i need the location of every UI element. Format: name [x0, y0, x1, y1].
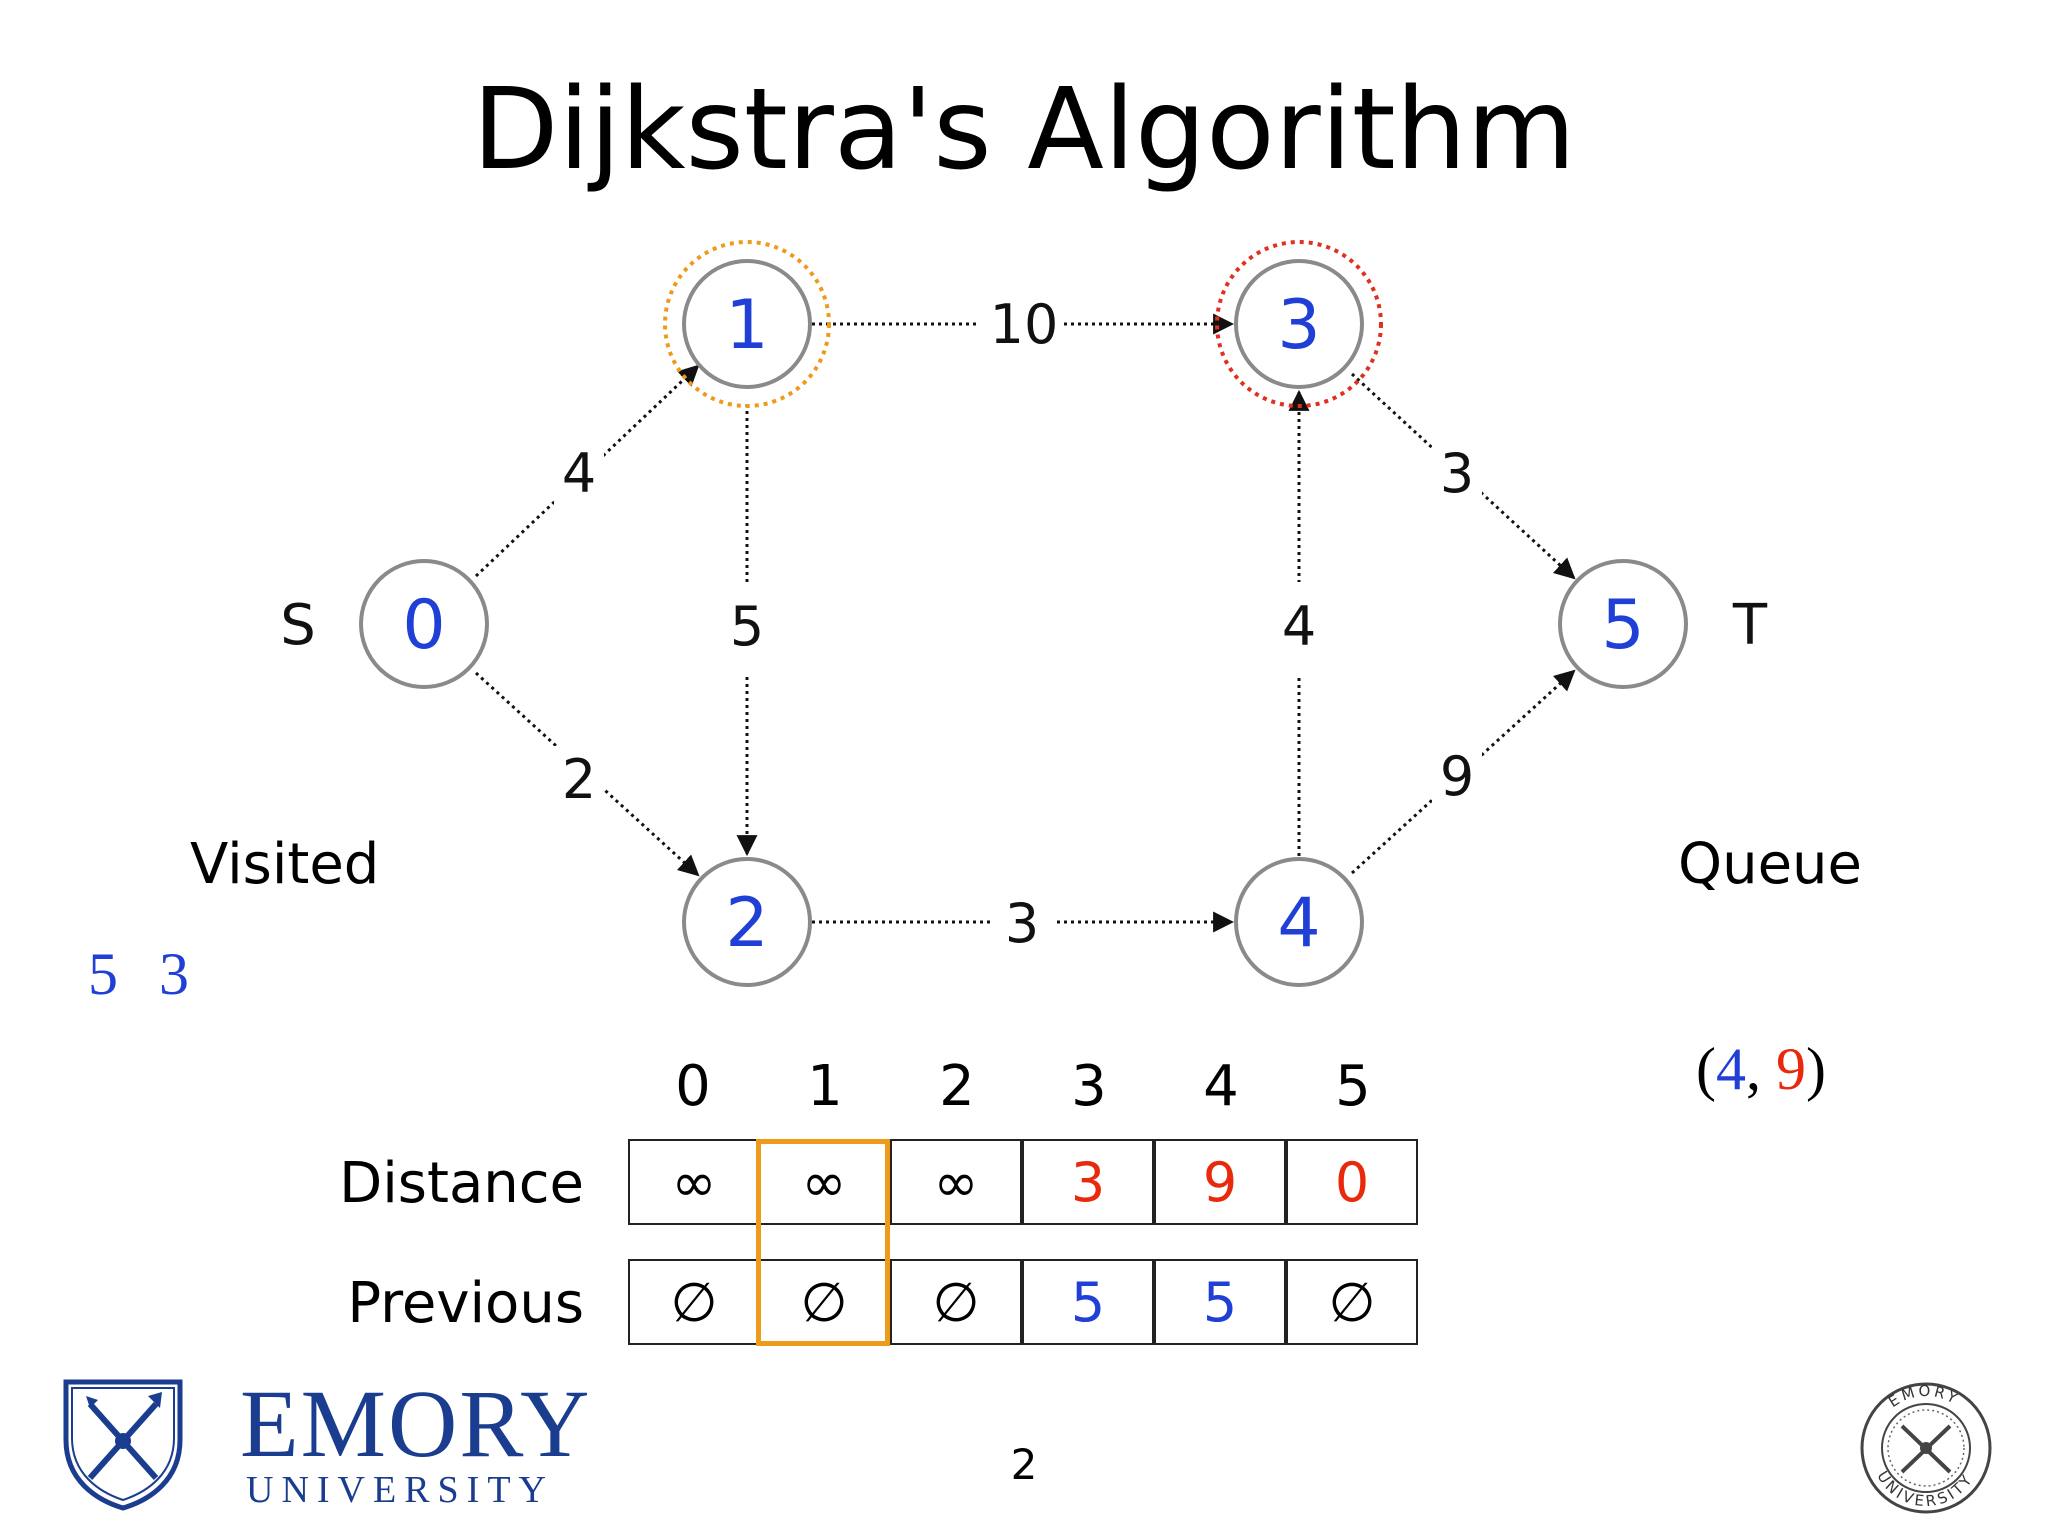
- queue-label: Queue: [1678, 832, 1862, 897]
- node-0-circle: [359, 559, 489, 689]
- node-4-circle: [1234, 857, 1364, 987]
- visited-item: 5: [88, 941, 118, 1007]
- node-2-label: 2: [725, 884, 768, 963]
- queue-distance: 9: [1775, 1036, 1806, 1102]
- node-1-circle: [682, 259, 812, 389]
- emory-university-subtitle: UNIVERSITY: [246, 1469, 554, 1511]
- graph-nodes: 0 1 2 3 4 5: [359, 259, 1688, 987]
- visited-list: 5 3: [88, 940, 189, 1009]
- node-5-circle: [1558, 559, 1688, 689]
- previous-row-label: Previous: [347, 1271, 584, 1336]
- distance-cell-2: ∞: [890, 1139, 1022, 1225]
- node-0-label: 0: [402, 586, 445, 665]
- node-2-circle: [682, 857, 812, 987]
- column-header-5: 5: [1335, 1054, 1371, 1119]
- graph-edges: [474, 313, 1576, 933]
- distance-cell-3: 3: [1022, 1139, 1154, 1225]
- column-header-1: 1: [807, 1054, 843, 1119]
- current-column-highlight: [756, 1139, 890, 1346]
- slide-title: Dijkstra's Algorithm: [472, 65, 1576, 195]
- previous-cell-3: 5: [1022, 1259, 1154, 1345]
- edge-0-1: [474, 364, 700, 578]
- weight-3-5: 3: [1440, 442, 1474, 505]
- emory-wordmark: EMORY: [240, 1370, 592, 1477]
- node-3-label: 3: [1277, 286, 1320, 365]
- weight-1-3: 10: [990, 293, 1059, 356]
- column-header-3: 3: [1071, 1054, 1107, 1119]
- node-4-label: 4: [1277, 884, 1320, 963]
- visited-label: Visited: [190, 832, 380, 897]
- weight-0-1: 4: [562, 442, 596, 505]
- node-1-label: 1: [725, 286, 768, 365]
- distance-cell-5: 0: [1286, 1139, 1418, 1225]
- emory-seal-icon: EMORY UNIVERSITY: [1860, 1382, 1992, 1514]
- previous-cell-0: ∅: [628, 1259, 760, 1345]
- visited-item: 3: [159, 941, 189, 1007]
- edge-weights: 10 3 5 4 4 2 3 9: [554, 290, 1482, 956]
- distance-cell-4: 9: [1154, 1139, 1286, 1225]
- queue-separator: ,: [1745, 1036, 1761, 1102]
- queue-node: 4: [1715, 1036, 1746, 1102]
- distance-cell-0: ∞: [628, 1139, 760, 1225]
- column-header-4: 4: [1203, 1054, 1239, 1119]
- node-3-circle: [1234, 259, 1364, 389]
- target-node-ring: [1215, 240, 1383, 408]
- current-node-ring: [663, 240, 831, 408]
- edge-3-5: [1350, 372, 1576, 580]
- distance-row-label: Distance: [339, 1151, 584, 1216]
- page-number: 2: [1010, 1440, 1038, 1489]
- weight-1-2: 5: [730, 595, 764, 658]
- weight-4-5: 9: [1440, 745, 1474, 808]
- previous-cell-5: ∅: [1286, 1259, 1418, 1345]
- source-label: S: [280, 593, 316, 658]
- weight-2-4: 3: [1005, 892, 1039, 955]
- queue-open-paren: (: [1696, 1036, 1716, 1102]
- weight-4-3: 4: [1282, 595, 1316, 658]
- node-5-label: 5: [1601, 586, 1644, 665]
- edge-0-2: [474, 671, 700, 877]
- previous-cell-4: 5: [1154, 1259, 1286, 1345]
- column-header-0: 0: [675, 1054, 711, 1119]
- edge-4-5: [1350, 669, 1576, 875]
- previous-cell-2: ∅: [890, 1259, 1022, 1345]
- target-label: T: [1732, 593, 1768, 658]
- queue-close-paren: ): [1805, 1036, 1826, 1102]
- column-header-2: 2: [939, 1054, 975, 1119]
- queue-entry: (4, 9): [1696, 1035, 1826, 1104]
- emory-shield-icon: [63, 1379, 183, 1511]
- weight-0-2: 2: [562, 748, 596, 811]
